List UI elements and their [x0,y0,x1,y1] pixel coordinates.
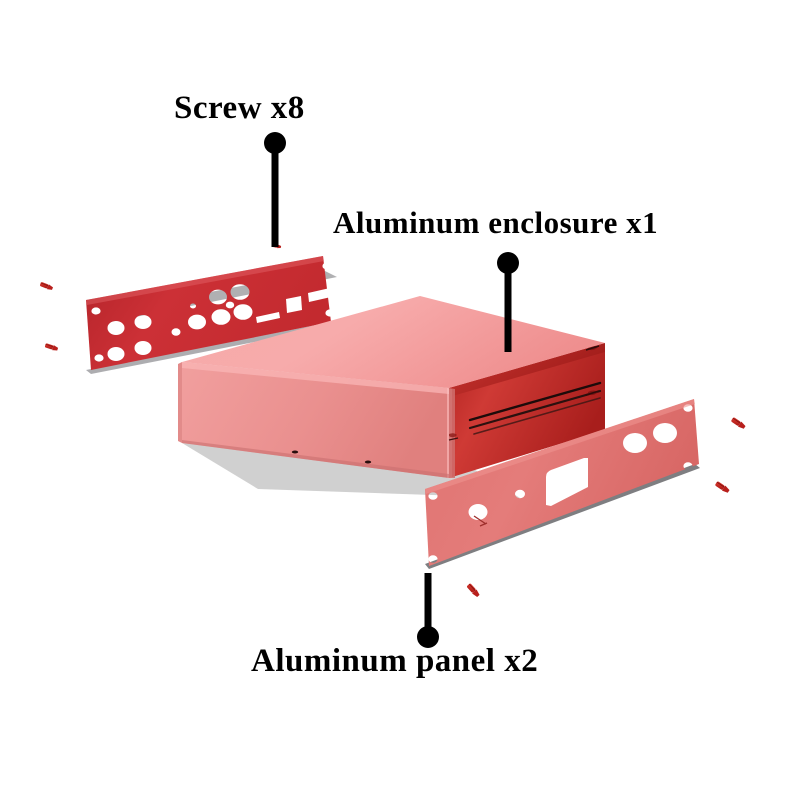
callout-leader-enclosure [497,252,519,352]
loose-screws [40,243,746,598]
pcb-slide-rails [468,381,602,435]
screw-4 [715,481,730,493]
enclosure-inner-top-lip [449,343,605,397]
front-panel-top-bevel [425,399,695,494]
callout-label-screw: Screw x8 [174,90,305,126]
callout-leaders [264,132,519,648]
rear-panel-face [86,256,331,370]
front-panel-switch-mark [473,515,488,527]
screw-2 [44,343,59,351]
enclosure-mount-hole-1 [291,450,299,454]
enclosure-top-front-edge-highlight [182,362,449,394]
callout-label-enclosure: Aluminum enclosure x1 [333,205,659,240]
callout-leader-screw [264,132,286,247]
screw-1 [40,282,54,290]
callout-leader-panel [417,573,439,648]
enclosure-mount-hole-2 [364,460,372,464]
front-panel-bottom-edge [425,464,700,569]
rear-panel-bottom-edge [86,322,336,374]
front-panel-part [425,399,700,569]
enclosure-open-rim [448,388,459,478]
rear-panel-part [86,256,337,374]
enclosure-top-face [182,296,605,388]
front-panel-face [425,399,699,566]
enclosure-body-part [178,296,605,498]
enclosure-bottom-edge [182,440,449,478]
rear-panel-bevel [86,256,324,305]
callout-label-panel: Aluminum panel x2 [251,643,539,679]
enclosure-left-side [178,362,182,443]
screw-3 [731,417,746,429]
screw-5 [467,583,480,598]
